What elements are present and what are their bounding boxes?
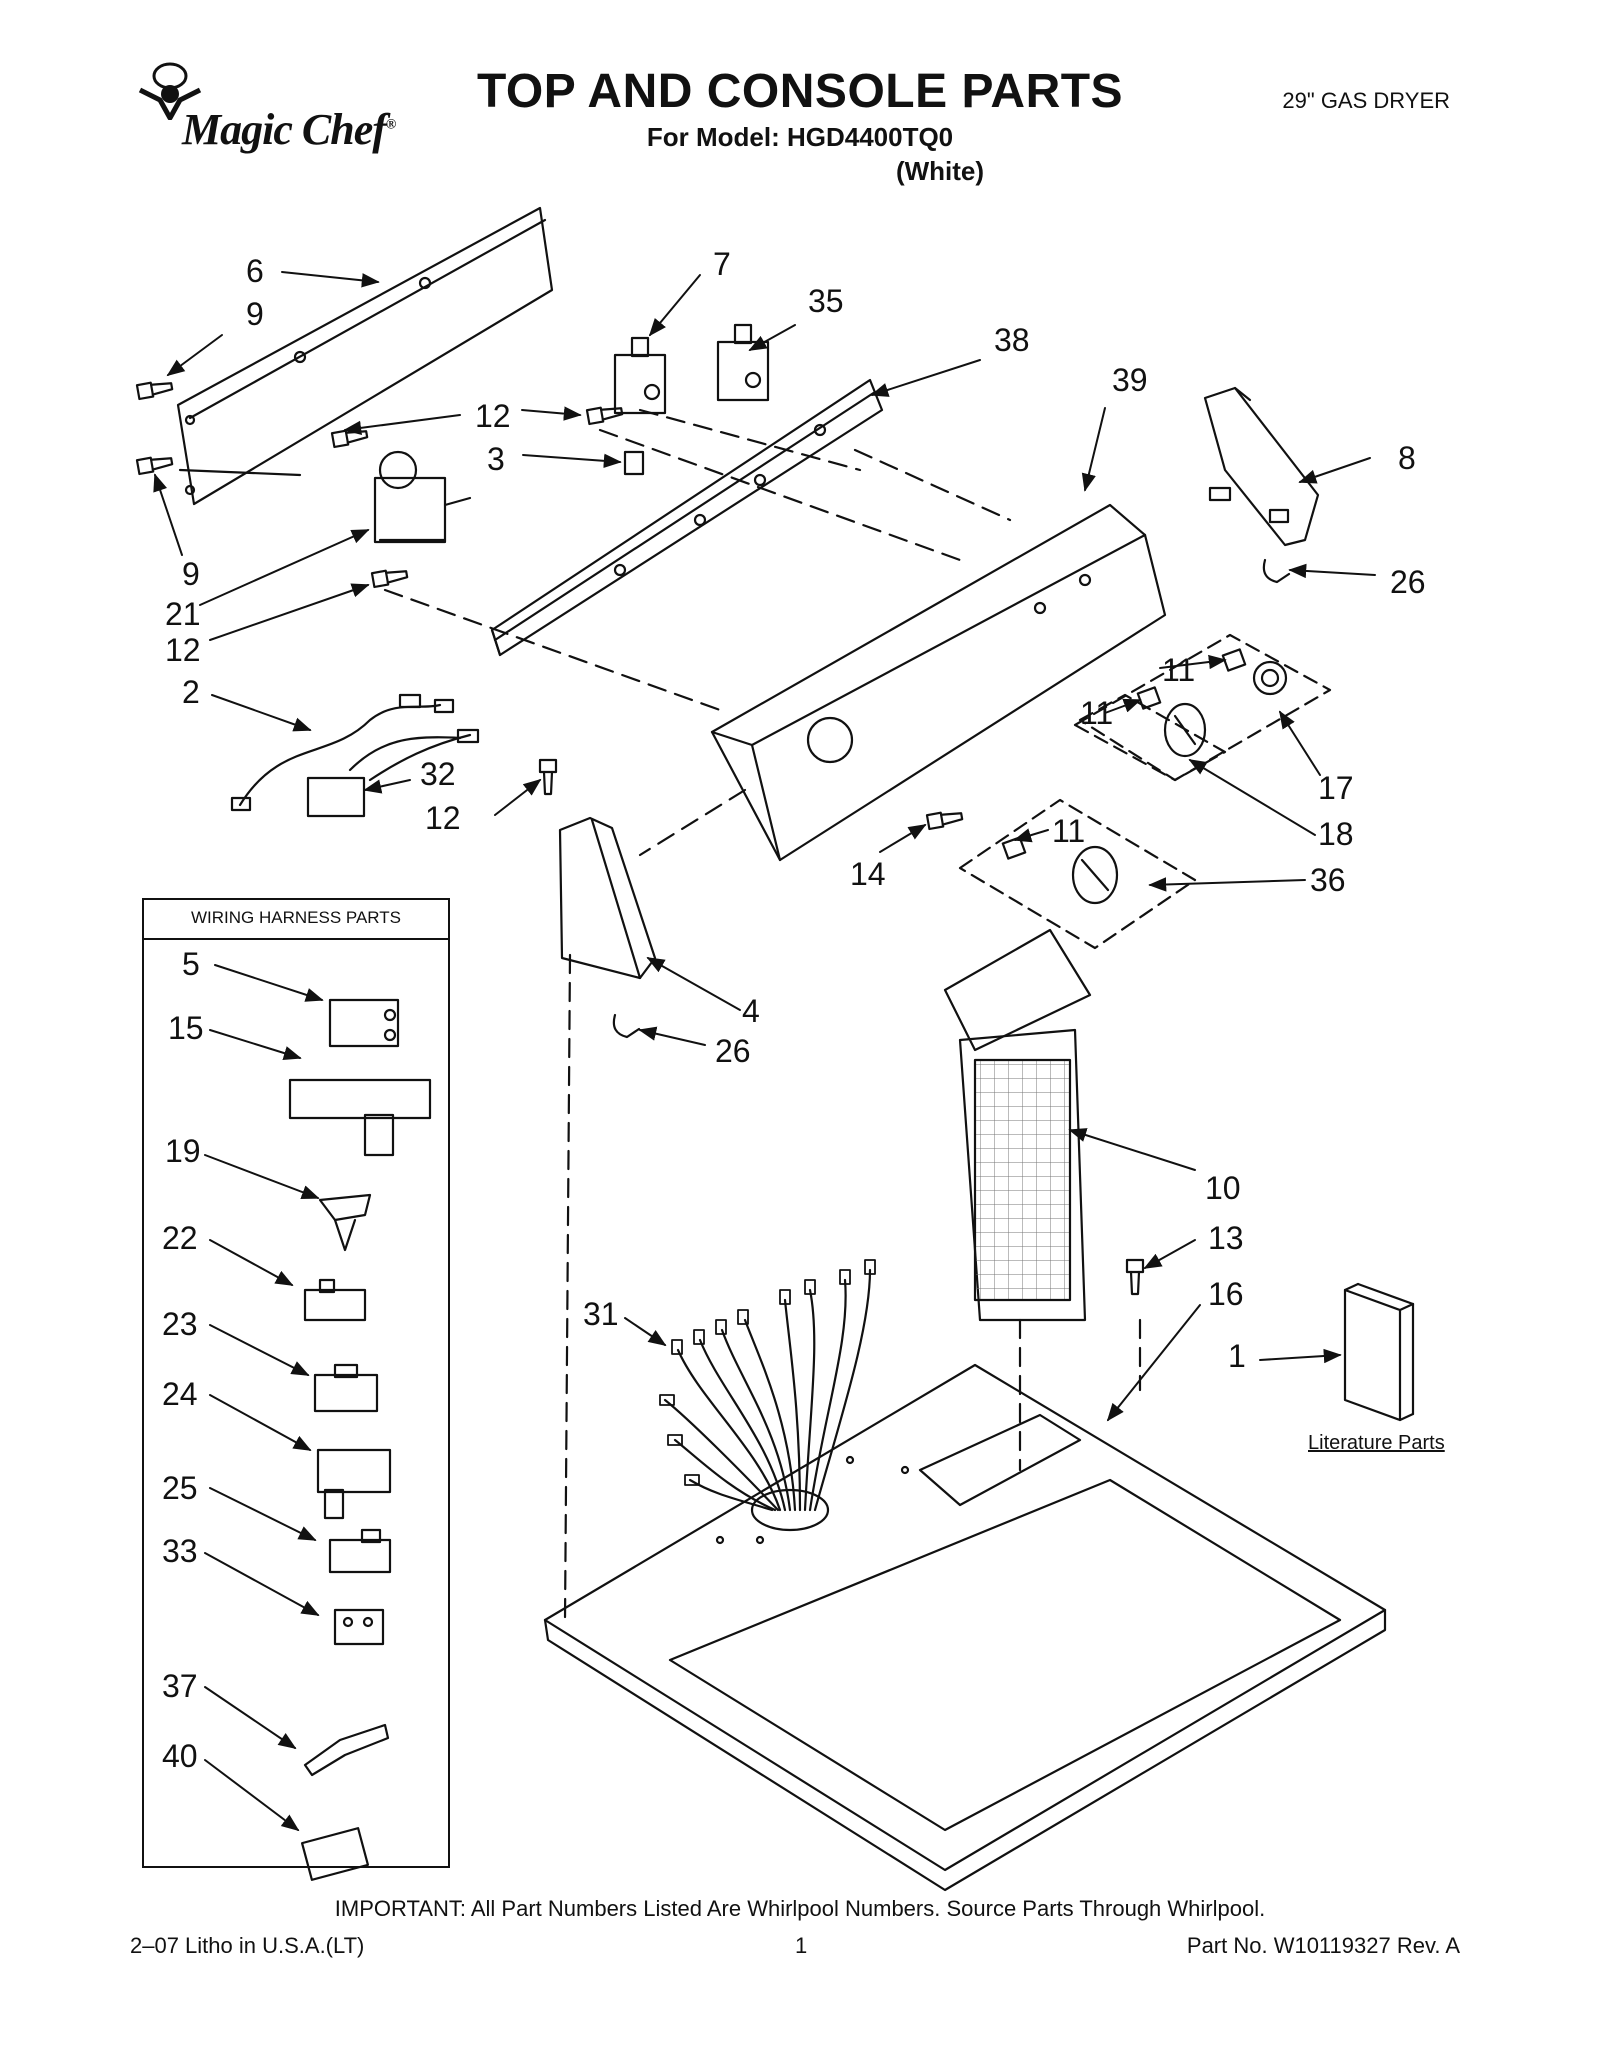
callout-12-left: 12 [165,632,201,668]
callout-32: 32 [420,756,456,792]
callout-9-lower: 9 [182,556,200,592]
front-cover [558,816,657,980]
callout-9: 9 [246,296,264,332]
clip [623,450,645,476]
control-panel-bracket [490,378,884,657]
wiring-harness-title: WIRING HARNESS PARTS [142,898,450,940]
harness-connectors [288,998,432,1881]
callout-13: 13 [1208,1220,1244,1256]
callout-16: 16 [1208,1276,1244,1312]
console-end-cap [1203,386,1320,547]
callout-1: 1 [1228,1338,1246,1374]
magic-chef-logo: Magic Chef® [130,60,430,170]
callout-22: 22 [162,1220,198,1256]
callout-12-mid: 12 [425,800,461,836]
callout-6: 6 [246,253,264,289]
callout-11: 11 [1162,652,1196,688]
callout-18: 18 [1318,816,1354,852]
literature-parts-label: Literature Parts [1308,1432,1445,1454]
callout-10: 10 [1205,1170,1241,1206]
knobs [1001,648,1288,905]
callout-36: 36 [1310,862,1346,898]
callout-24: 24 [162,1376,198,1412]
callout-38: 38 [994,322,1030,358]
callout-19: 19 [165,1133,201,1169]
callout-7: 7 [713,246,731,282]
callout-33: 33 [162,1533,198,1569]
model-color: (White) [895,156,985,186]
callout-26: 26 [1390,564,1426,600]
callout-35: 35 [808,283,844,319]
wiring-harness-panel [142,898,450,1868]
logo-wordmark: Magic Chef® [182,105,396,154]
switches [613,323,770,415]
callout-12: 12 [475,398,511,434]
dryer-top-panel [543,1363,1387,1892]
page-number: 1 [795,1933,808,1958]
clip-lower [612,1013,641,1039]
model-number: For Model: HGD4400TQ0 [646,122,954,152]
callout-21: 21 [165,596,201,632]
knob-group-outlines [958,633,1332,950]
console-rear-bracket [176,206,554,506]
alignment-lines [383,408,1142,1622]
callout-37: 37 [162,1668,198,1704]
callout-23: 23 [162,1306,198,1342]
screws [135,381,1145,1296]
dryer-type: 29" GAS DRYER [1282,88,1450,113]
callout-17: 17 [1318,770,1354,806]
literature-book [1343,1282,1415,1422]
callout-4: 4 [742,993,760,1029]
callout-31: 31 [583,1296,619,1332]
callout-25: 25 [162,1470,198,1506]
callout-39: 39 [1112,362,1148,398]
timer [373,450,472,544]
page-title: TOP AND CONSOLE PARTS [476,65,1124,118]
chef-mascot-icon [138,62,202,120]
callout-14: 14 [850,856,886,892]
wire-harness [230,693,480,818]
part-number: Part No. W10119327 Rev. A [1186,1933,1460,1958]
litho-info: 2–07 Litho in U.S.A.(LT) [130,1933,365,1958]
callout-11-b: 11 [1080,695,1114,731]
clip-upper [1262,558,1291,584]
callout-3: 3 [487,441,505,477]
callout-5: 5 [182,946,200,982]
important-notice: IMPORTANT: All Part Numbers Listed Are W… [334,1896,1266,1921]
callout-15: 15 [168,1010,204,1046]
console [710,503,1167,862]
callout-2: 2 [182,674,200,710]
callout-26-lower: 26 [715,1033,751,1069]
callout-8: 8 [1398,440,1416,476]
callout-40: 40 [162,1738,198,1774]
wire-bundle [659,1259,876,1512]
lint-screen [943,928,1092,1322]
callout-leaders [153,271,1376,1832]
callout-11-c: 11 [1052,813,1086,849]
